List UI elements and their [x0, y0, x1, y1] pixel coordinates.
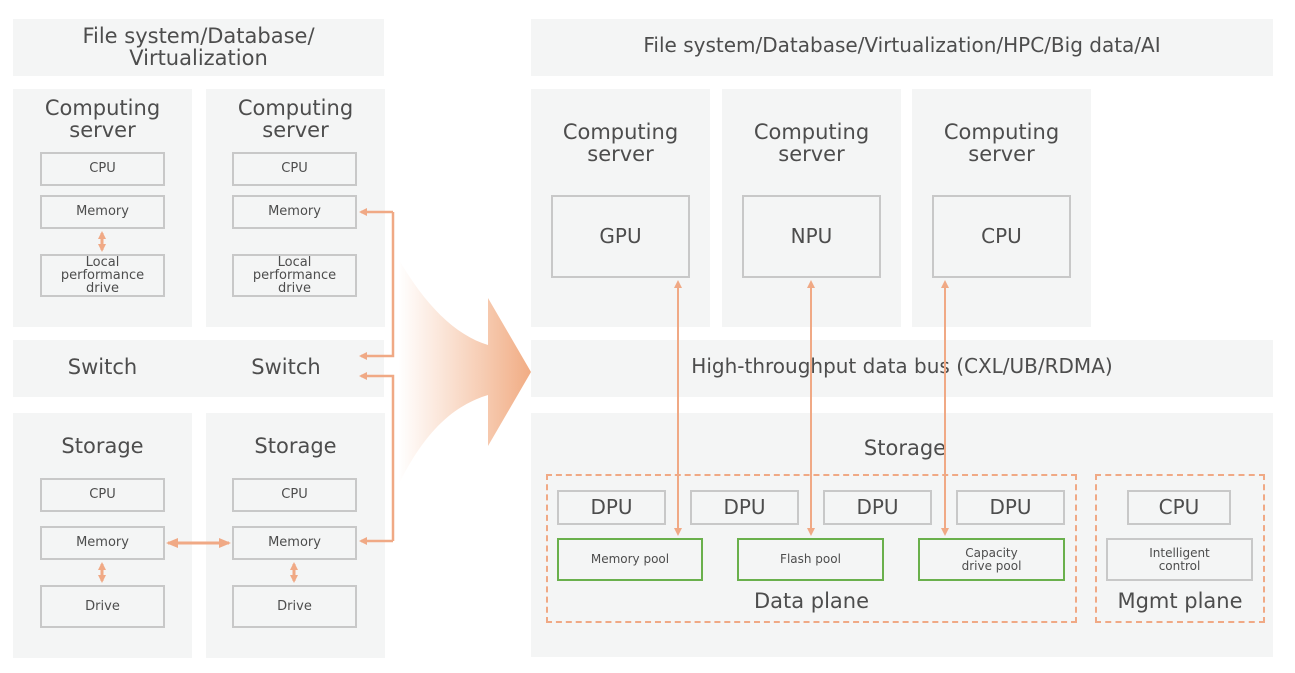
intelligent-control-box: Intelligent control — [1106, 538, 1253, 581]
left-switch-row: Switch Switch — [13, 340, 384, 397]
left-server-2-local-drive: Local performance drive — [232, 254, 357, 297]
server-title-line1: Computing — [562, 120, 679, 144]
dpu-label: DPU — [590, 495, 633, 519]
left-header-line1: File system/Database/ — [82, 24, 315, 48]
drive-line1: Local — [277, 255, 312, 270]
data-plane-label: Data plane — [753, 589, 870, 613]
memory-label: Memory — [268, 535, 321, 551]
dpu-label: DPU — [856, 495, 899, 519]
left-server-2-memory: Memory — [232, 195, 357, 229]
drive-line3: drive — [86, 281, 119, 296]
left-storage-2-drive: Drive — [232, 585, 357, 628]
control-line1: Intelligent — [1149, 545, 1210, 560]
dpu-box-3: DPU — [823, 490, 932, 525]
server-title-line1: Computing — [943, 120, 1060, 144]
cpu-label: CPU — [89, 161, 116, 177]
server-title-line1: Computing — [44, 96, 161, 120]
left-server-2-cpu: CPU — [232, 152, 357, 186]
storage-title: Storage — [61, 434, 144, 458]
server-title-line1: Computing — [237, 96, 354, 120]
storage-title: Storage — [254, 434, 337, 458]
drive-label: Drive — [277, 598, 312, 614]
memory-label: Memory — [268, 204, 321, 220]
server-title-line2: server — [778, 142, 845, 167]
cpu-label: CPU — [981, 224, 1022, 248]
mgmt-plane-group — [1095, 474, 1265, 623]
right-storage: Storage — [531, 413, 1273, 657]
memory-pool-label: Memory pool — [590, 552, 670, 567]
data-bus: High-throughput data bus (CXL/UB/RDMA) — [531, 340, 1273, 397]
control-line2: control — [1158, 558, 1201, 573]
server-title-line2: server — [587, 142, 654, 167]
data-bus-label: High-throughput data bus (CXL/UB/RDMA) — [691, 354, 1113, 378]
drive-line2: performance — [60, 268, 145, 283]
server-title-line2: server — [262, 118, 329, 143]
dpu-box-4: DPU — [956, 490, 1065, 525]
memory-label: Memory — [76, 535, 129, 551]
drive-line1: Local — [85, 255, 120, 270]
storage-title: Storage — [863, 436, 947, 460]
server-title-line1: Computing — [753, 120, 870, 144]
left-app-header: File system/Database/ Virtualization — [13, 19, 384, 76]
capacity-drive-pool-box: Capacity drive pool — [918, 538, 1065, 581]
server-title-line2: server — [69, 118, 136, 143]
drive-line2: performance — [252, 268, 337, 283]
flash-pool-label: Flash pool — [780, 552, 841, 567]
dpu-box-1: DPU — [557, 490, 666, 525]
left-header-line2: Virtualization — [129, 46, 268, 71]
gpu-box: GPU — [551, 195, 690, 278]
flash-pool-box: Flash pool — [737, 538, 884, 581]
drive-line3: drive — [278, 281, 311, 296]
mgmt-cpu-label: CPU — [1158, 495, 1200, 519]
mgmt-plane-label: Mgmt plane — [1117, 589, 1243, 613]
left-storage-1-drive: Drive — [40, 585, 165, 628]
npu-box: NPU — [742, 195, 881, 278]
cpu-label: CPU — [281, 487, 308, 503]
transition-arrow-icon — [398, 258, 531, 486]
capacity-pool-line2: drive pool — [961, 558, 1022, 573]
memory-pool-box: Memory pool — [557, 538, 703, 581]
cpu-label: CPU — [281, 161, 308, 177]
left-storage-1-memory: Memory — [40, 526, 165, 560]
left-server-1-memory: Memory — [40, 195, 165, 229]
left-server-1-local-drive: Local performance drive — [40, 254, 165, 297]
drive-label: Drive — [85, 598, 120, 614]
cpu-box: CPU — [932, 195, 1071, 278]
dpu-box-2: DPU — [690, 490, 799, 525]
right-header-text: File system/Database/Virtualization/HPC/… — [643, 33, 1161, 57]
mgmt-cpu-box: CPU — [1127, 490, 1231, 525]
left-storage-2-memory: Memory — [232, 526, 357, 560]
capacity-pool-line1: Capacity — [965, 545, 1018, 560]
gpu-label: GPU — [599, 224, 642, 248]
switch-1-label: Switch — [67, 355, 138, 379]
right-app-header: File system/Database/Virtualization/HPC/… — [531, 19, 1273, 76]
switch-2-label: Switch — [251, 355, 321, 379]
dpu-label: DPU — [723, 495, 766, 519]
server-title-line2: server — [968, 142, 1035, 167]
npu-label: NPU — [790, 224, 833, 248]
dpu-label: DPU — [989, 495, 1032, 519]
memory-label: Memory — [76, 204, 129, 220]
left-storage-2-cpu: CPU — [232, 478, 357, 512]
left-server-1-cpu: CPU — [40, 152, 165, 186]
left-storage-1-cpu: CPU — [40, 478, 165, 512]
cpu-label: CPU — [89, 487, 116, 503]
